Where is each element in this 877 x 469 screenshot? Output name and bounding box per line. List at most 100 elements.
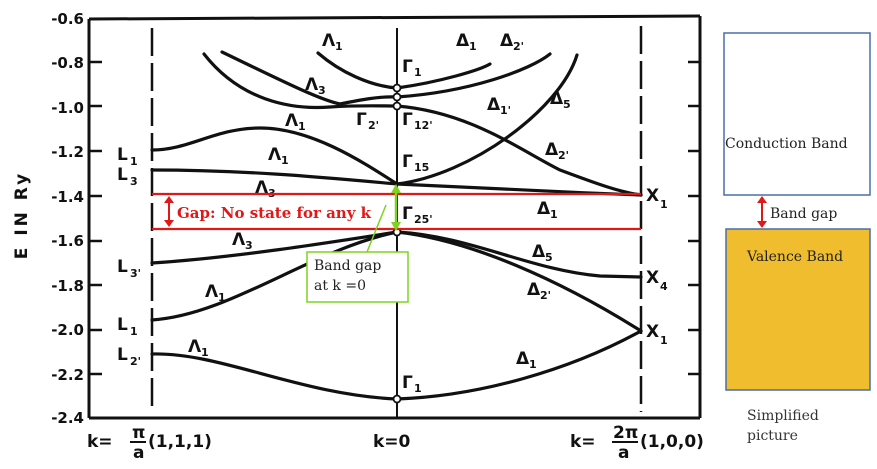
svg-text:Γ: Γ <box>402 152 413 172</box>
svg-text:Δ: Δ <box>532 242 546 262</box>
y-tick-label: -2.4 <box>51 409 84 427</box>
svg-text:3: 3 <box>130 175 138 188</box>
conduction-band-box <box>723 32 871 196</box>
svg-text:Γ: Γ <box>402 110 413 130</box>
simplified-caption-line2: picture <box>747 428 798 444</box>
svg-text:1: 1 <box>281 154 289 167</box>
svg-text:Δ: Δ <box>527 280 541 300</box>
svg-text:1: 1 <box>414 382 422 395</box>
svg-text:Δ: Δ <box>487 95 501 115</box>
svg-text:L: L <box>117 257 128 277</box>
svg-text:(1,0,0): (1,0,0) <box>640 432 704 452</box>
y-tick-label: -0.8 <box>51 54 84 72</box>
svg-text:3': 3' <box>130 267 141 280</box>
simplified-caption-line1: Simplified <box>747 408 819 424</box>
svg-text:Λ: Λ <box>268 145 282 165</box>
svg-text:k=: k= <box>570 432 596 452</box>
svg-text:5: 5 <box>545 251 553 264</box>
svg-text:Δ: Δ <box>500 31 514 51</box>
valence-band-box <box>725 228 871 391</box>
y-tick-label: -1.4 <box>51 188 84 206</box>
svg-text:X: X <box>646 268 659 288</box>
svg-text:Γ: Γ <box>402 204 413 224</box>
svg-text:1: 1 <box>469 40 477 53</box>
svg-text:1: 1 <box>335 40 343 53</box>
band-gap-note-line1: Band gap <box>314 258 381 274</box>
svg-text:1: 1 <box>529 358 537 371</box>
svg-text:25': 25' <box>414 213 433 226</box>
svg-text:1: 1 <box>218 291 226 304</box>
y-axis: -0.6 -0.8 -1.0 -1.2 -1.4 -1.6 -1.8 -2.0 … <box>12 10 700 427</box>
simplified-picture: Conduction Band Band gap Valence Band Si… <box>723 32 871 444</box>
svg-text:Λ: Λ <box>188 337 202 357</box>
svg-text:L: L <box>117 145 128 165</box>
svg-text:1: 1 <box>201 346 209 359</box>
svg-text:L: L <box>117 345 128 365</box>
svg-text:1: 1 <box>298 120 306 133</box>
svg-text:Λ: Λ <box>285 111 299 131</box>
svg-text:1: 1 <box>414 66 422 79</box>
svg-text:Γ: Γ <box>356 110 367 130</box>
svg-text:Γ: Γ <box>402 373 413 393</box>
svg-text:3: 3 <box>245 239 253 252</box>
band-gap-note-line2: at k =0 <box>314 278 366 294</box>
plot-frame <box>87 14 702 420</box>
svg-text:X: X <box>646 186 659 206</box>
svg-text:2π: 2π <box>613 423 638 443</box>
y-tick-label: -1.2 <box>51 143 84 161</box>
svg-text:(1,1,1): (1,1,1) <box>148 432 212 452</box>
y-tick-label: -2.2 <box>51 366 84 384</box>
gamma-gap-annotation: Band gap at k =0 <box>306 184 409 303</box>
svg-text:15: 15 <box>414 161 429 174</box>
svg-text:2': 2' <box>130 355 141 368</box>
svg-text:1: 1 <box>660 198 668 211</box>
svg-text:1: 1 <box>550 208 558 221</box>
svg-text:5: 5 <box>563 98 571 111</box>
svg-text:Δ: Δ <box>550 89 564 109</box>
svg-text:a: a <box>133 443 144 463</box>
svg-text:L: L <box>117 165 128 185</box>
svg-text:1: 1 <box>130 155 138 168</box>
y-tick-label: -1.8 <box>51 277 84 295</box>
x-axis-labels: k= π a (1,1,1) k=0 k= 2π a (1,0,0) <box>87 423 704 463</box>
svg-text:Δ: Δ <box>537 199 551 219</box>
svg-text:Δ: Δ <box>456 31 470 51</box>
svg-text:Δ: Δ <box>545 140 559 160</box>
svg-text:k=0: k=0 <box>373 432 411 452</box>
svg-text:4: 4 <box>660 280 668 293</box>
conduction-band-label: Conduction Band <box>725 136 848 152</box>
svg-text:12': 12' <box>414 119 433 132</box>
svg-text:Λ: Λ <box>232 230 246 250</box>
svg-text:2': 2' <box>540 289 551 302</box>
y-tick-label: -1.0 <box>51 99 84 117</box>
svg-text:X: X <box>646 322 659 342</box>
svg-text:2': 2' <box>368 119 379 132</box>
svg-text:k=: k= <box>87 432 113 452</box>
svg-text:1: 1 <box>130 325 138 338</box>
svg-text:π: π <box>132 423 145 443</box>
svg-text:Λ: Λ <box>305 75 319 95</box>
svg-text:Λ: Λ <box>322 31 336 51</box>
y-tick-label: -1.6 <box>51 232 84 250</box>
y-axis-label: E IN Ry <box>12 171 32 259</box>
lambda-labels: Λ1 Λ3 Λ1 Λ1 Λ3 Λ3 Λ1 Λ1 <box>188 31 343 359</box>
svg-text:1': 1' <box>500 104 511 117</box>
svg-text:1: 1 <box>660 334 668 347</box>
y-tick-label: -2.0 <box>51 321 84 339</box>
svg-text:a: a <box>618 443 629 463</box>
y-tick-label: -0.6 <box>51 10 84 28</box>
svg-text:Δ: Δ <box>516 349 530 369</box>
gap-label: Gap: No state for any k <box>177 204 372 222</box>
valence-band-label: Valence Band <box>746 249 843 265</box>
svg-text:2': 2' <box>558 149 569 162</box>
simplified-gap-label: Band gap <box>770 206 837 222</box>
svg-text:Λ: Λ <box>205 282 219 302</box>
svg-text:3: 3 <box>318 84 326 97</box>
svg-text:Γ: Γ <box>402 57 413 77</box>
svg-text:2': 2' <box>513 40 524 53</box>
